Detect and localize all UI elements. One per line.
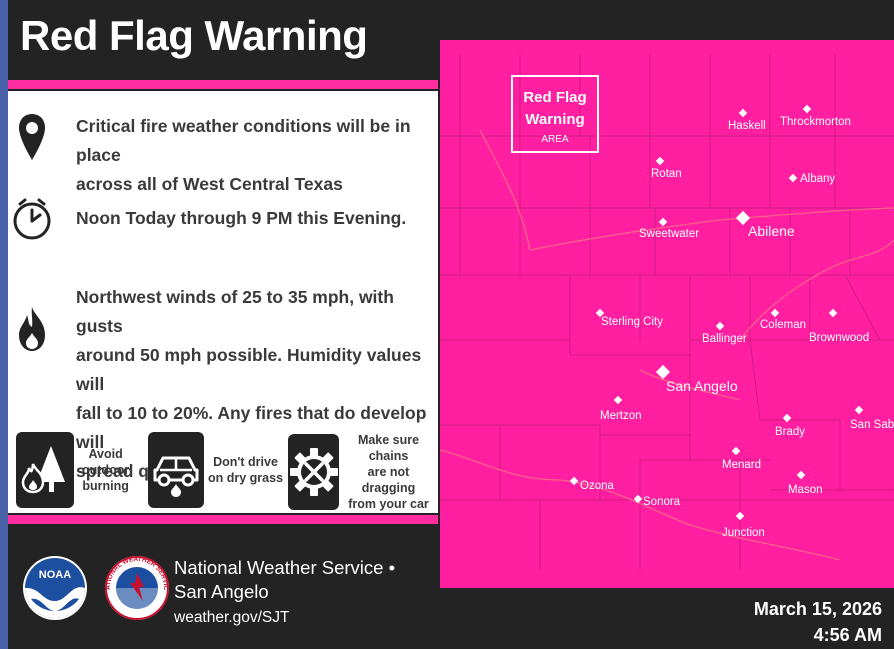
gear-tools-icon (288, 434, 340, 510)
noaa-logo-text: NOAA (39, 569, 71, 581)
city-coleman: Coleman (760, 308, 806, 331)
warning-map: Red Flag Warning AREA Haskell Throckmort… (440, 40, 894, 588)
website-link[interactable]: weather.gov/SJT (174, 609, 290, 626)
info-row-location: Critical fire weather conditions will be… (10, 112, 430, 199)
svg-text:Ballinger: Ballinger (702, 333, 747, 345)
nws-office-info: National Weather Service • San Angelo we… (174, 556, 395, 630)
legend-line: AREA (541, 134, 569, 145)
rivers (440, 129, 894, 561)
city-sonora: Sonora (633, 494, 681, 508)
info-text-line: Critical fire weather conditions will be… (76, 116, 411, 165)
tip-text: are not dragging (361, 465, 416, 495)
left-accent-bar (0, 0, 8, 649)
pink-divider-top (8, 80, 438, 89)
svg-text:Rotan: Rotan (651, 168, 682, 180)
svg-text:Mason: Mason (788, 484, 823, 496)
pink-divider-bottom (8, 515, 438, 524)
county-boundaries (440, 54, 894, 570)
car-fire-icon (148, 432, 204, 508)
tip-chains: Make sure chains are not dragging from y… (288, 432, 436, 512)
issued-date: March 15, 2026 (753, 599, 882, 619)
city-mason: Mason (788, 470, 823, 496)
map-legend: Red Flag Warning AREA (511, 75, 599, 153)
city-menard: Menard (722, 446, 761, 471)
svg-text:Brownwood: Brownwood (809, 332, 869, 344)
flame-icon (10, 303, 54, 355)
info-text-line: Noon Today through 9 PM this Evening. (76, 208, 407, 228)
info-text-line: around 50 mph possible. Humidity values … (76, 345, 422, 394)
info-text-line: fall to 10 to 20%. Any fires that do dev… (76, 403, 427, 452)
safety-tips: Avoid outdoor burning Don't drive on dry… (16, 432, 436, 511)
page-title: Red Flag Warning (20, 12, 368, 59)
svg-text:Mertzon: Mertzon (600, 410, 642, 422)
svg-text:Junction: Junction (722, 527, 765, 539)
map-pin-icon (10, 112, 54, 164)
info-panel (8, 91, 438, 513)
svg-text:Abilene: Abilene (748, 223, 795, 239)
city-brady: Brady (775, 413, 805, 438)
issued-time: 4:56 AM (813, 625, 882, 645)
svg-text:Throckmorton: Throckmorton (780, 116, 851, 128)
city-ballinger: Ballinger (702, 321, 747, 345)
tip-text: outdoor (82, 463, 130, 477)
info-row-time: Noon Today through 9 PM this Evening. (10, 193, 430, 245)
city-sterling-city: Sterling City (595, 308, 663, 328)
agency-logos: NOAA NATIONAL WEATHER SERVICE (20, 538, 172, 638)
svg-text:Haskell: Haskell (728, 120, 766, 132)
tip-text: Make sure chains (357, 433, 420, 463)
noaa-logo: NOAA (23, 556, 87, 620)
tip-text: from your car (348, 497, 429, 511)
info-text-line: across all of West Central Texas (76, 174, 343, 194)
city-mertzon: Mertzon (600, 395, 642, 422)
clock-icon (10, 193, 54, 245)
tip-avoid-burning: Avoid outdoor burning (16, 432, 129, 508)
tip-text: Avoid (88, 447, 123, 461)
tip-text: burning (82, 479, 129, 493)
city-san-saba: San Saba (850, 405, 894, 431)
svg-text:San Angelo: San Angelo (666, 378, 738, 394)
svg-text:Albany: Albany (800, 173, 835, 185)
svg-text:Sterling City: Sterling City (601, 316, 663, 328)
city-markers: Haskell Throckmorton Rotan Albany Sweetw… (569, 104, 894, 539)
tip-text: Don't drive (213, 455, 278, 469)
city-san-angelo: San Angelo (655, 364, 738, 394)
svg-text:San Saba: San Saba (850, 419, 894, 431)
issued-datetime: March 15, 2026 4:56 AM (754, 596, 882, 648)
tip-text: on dry grass (208, 471, 284, 485)
office-name: San Angelo (174, 581, 269, 602)
svg-text:Sonora: Sonora (643, 496, 681, 508)
svg-text:Menard: Menard (722, 459, 761, 471)
legend-line: Red Flag (523, 89, 586, 106)
svg-text:Ozona: Ozona (580, 480, 614, 492)
tip-dont-drive: Don't drive on dry grass (148, 432, 283, 508)
warning-area (440, 40, 894, 588)
svg-text:Brady: Brady (775, 426, 805, 438)
city-ozona: Ozona (569, 476, 614, 492)
svg-text:Sweetwater: Sweetwater (639, 228, 699, 240)
city-abilene: Abilene (735, 210, 795, 239)
legend-line: Warning (525, 111, 584, 128)
org-name: National Weather Service • (174, 557, 396, 578)
svg-text:Coleman: Coleman (760, 319, 806, 331)
info-text-line: Northwest winds of 25 to 35 mph, with gu… (76, 287, 394, 336)
city-brownwood: Brownwood (809, 308, 869, 344)
tree-fire-icon (16, 432, 74, 508)
